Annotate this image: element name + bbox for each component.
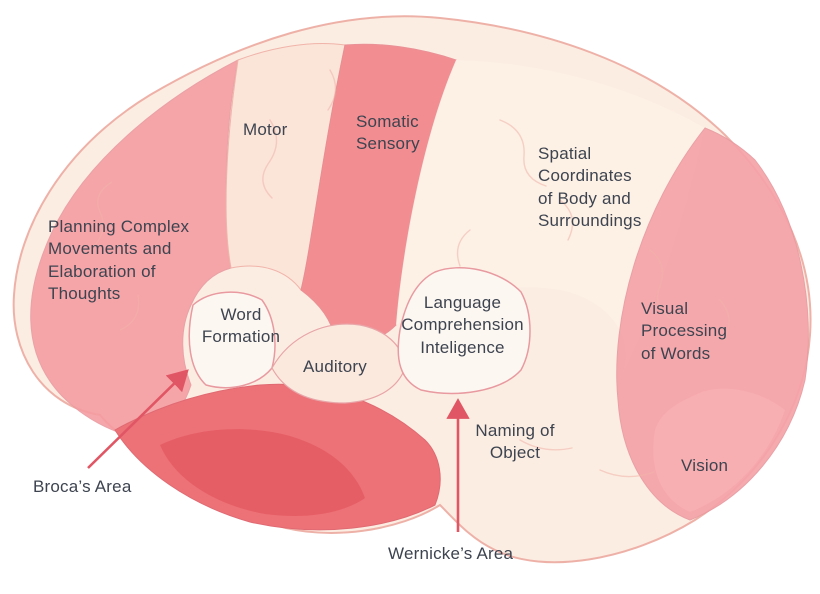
- label-wernickes-area: Wernicke’s Area: [388, 544, 514, 563]
- region-language-comprehension: [397, 267, 531, 395]
- label-word-formation: Word Formation: [201, 305, 281, 347]
- label-motor: Motor: [243, 120, 288, 139]
- label-somatic-sensory: Somatic Sensory: [356, 112, 420, 154]
- label-visual-processing: Visual Processing of Words: [641, 299, 728, 363]
- region-vision: [653, 388, 785, 512]
- label-brocas-area: Broca’s Area: [33, 477, 132, 496]
- region-temporal-core: [160, 429, 365, 517]
- label-spatial-coordinates: Spatial Coordinates of Body and Surround…: [538, 144, 642, 231]
- label-naming-of-object: Naming of Object: [475, 421, 555, 463]
- brocas-area-arrow: [87, 369, 189, 469]
- sulci-texture: [89, 69, 730, 478]
- label-auditory: Auditory: [303, 357, 367, 376]
- label-language-comprehension: Language Comprehension Inteligence: [401, 293, 524, 357]
- label-vision: Vision: [681, 456, 729, 475]
- label-planning-complex: Planning Complex Movements and Elaborati…: [48, 217, 190, 304]
